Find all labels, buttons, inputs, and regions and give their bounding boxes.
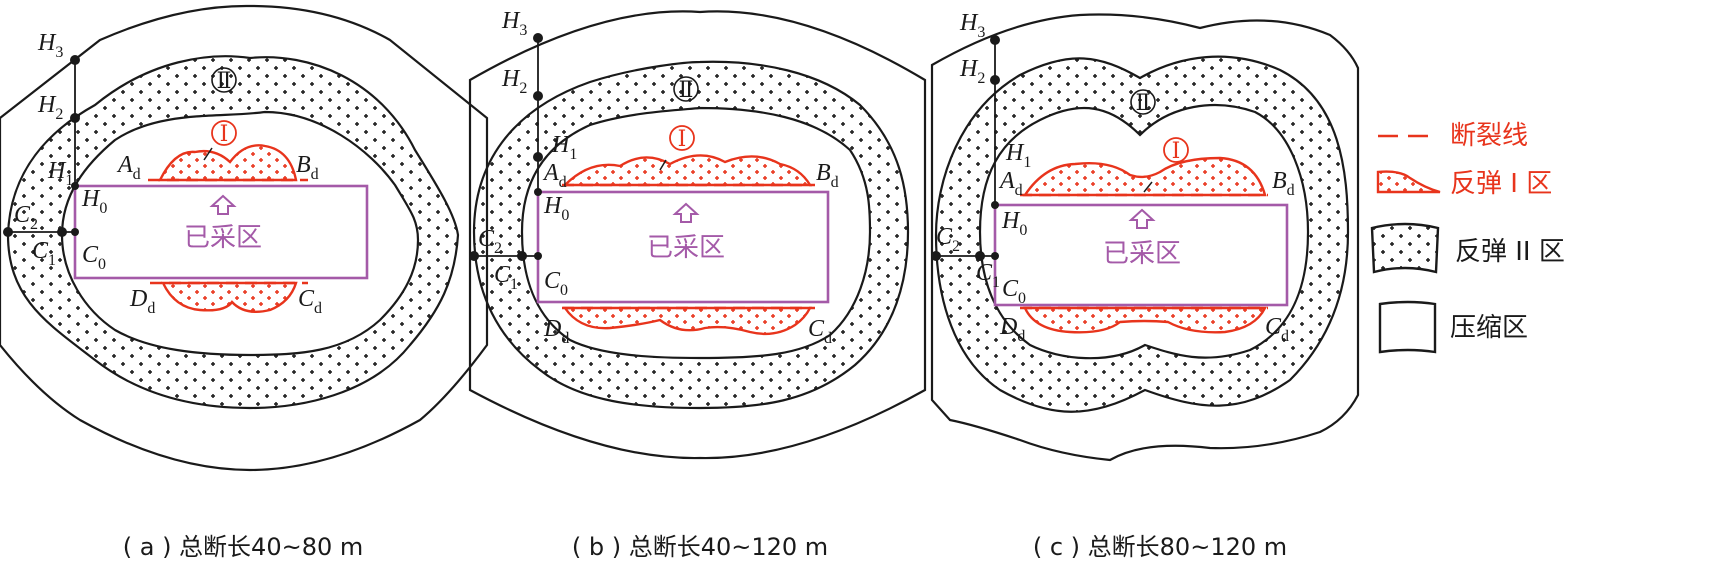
rebound-zone-1-bottom: [1023, 306, 1267, 334]
labels-c: H3 H2 H1 Ad H0 C2 C1 C0 Bd Dd Cd: [936, 10, 1295, 345]
svg-text:Ad: Ad: [998, 168, 1023, 199]
svg-text:H2: H2: [959, 56, 985, 87]
mining-direction-arrow: [1128, 208, 1156, 229]
svg-text:C1: C1: [976, 260, 1000, 291]
legend-rebound-zone-2: 反弹 II 区: [1370, 222, 1565, 274]
zone1-leader: [659, 159, 667, 171]
goaf-rectangle: [536, 190, 830, 304]
rebound-zone-1-bottom: [161, 281, 298, 313]
caption-c: ( c ) 总断长80~120 m: [1033, 533, 1287, 561]
svg-text:C1: C1: [494, 262, 518, 293]
svg-text:H3: H3: [37, 30, 63, 61]
svg-text:C0: C0: [544, 268, 568, 299]
svg-text:Dd: Dd: [999, 314, 1025, 345]
points-a: [3, 55, 80, 237]
svg-text:Cd: Cd: [298, 286, 322, 317]
zone-markers-b: Ⅱ Ⅰ: [669, 76, 699, 151]
svg-text:压缩区: 压缩区: [1450, 313, 1528, 343]
svg-text:H0: H0: [81, 186, 107, 217]
svg-text:Bd: Bd: [1272, 168, 1295, 199]
rebound-zone-2-band: [6, 55, 460, 410]
svg-text:Ⅰ: Ⅰ: [1172, 138, 1181, 163]
mining-direction-arrow: [209, 194, 237, 215]
svg-text:C2: C2: [936, 224, 960, 255]
svg-text:H3: H3: [959, 10, 985, 41]
svg-text:Bd: Bd: [816, 160, 839, 191]
goaf-label: 已采区: [1103, 239, 1181, 269]
svg-text:反弹 I 区: 反弹 I 区: [1450, 169, 1552, 199]
svg-text:Ⅰ: Ⅰ: [220, 121, 229, 146]
rebound-zone-2-band: [472, 60, 910, 410]
panel-a: H3 H2 H1 H0 C2 C1 C0 Ad Bd Dd Cd Ⅱ Ⅰ 已采区…: [0, 4, 489, 561]
zone-markers-a: Ⅱ Ⅰ: [211, 67, 237, 146]
points-b: [469, 33, 543, 261]
svg-text:H1: H1: [551, 132, 577, 163]
svg-text:C0: C0: [82, 242, 106, 273]
labels-b: H3 H2 H1 Ad H0 C2 C1 C0 Bd Dd Cd: [478, 8, 839, 347]
svg-text:H2: H2: [37, 92, 63, 123]
svg-text:C2: C2: [14, 202, 38, 233]
caption-a: ( a ) 总断长40~80 m: [123, 533, 364, 561]
svg-text:Ⅱ: Ⅱ: [1136, 90, 1151, 115]
svg-text:Ad: Ad: [542, 160, 567, 191]
svg-text:Ⅱ: Ⅱ: [679, 77, 694, 102]
mining-direction-arrow: [672, 202, 700, 223]
svg-text:反弹 II 区: 反弹 II 区: [1455, 237, 1565, 267]
zone-markers-c: Ⅱ Ⅰ: [1130, 89, 1189, 163]
rebound-zone-2-band: [934, 55, 1350, 413]
svg-text:Cd: Cd: [808, 316, 832, 347]
compression-zone-boundary: [930, 13, 1360, 462]
legend: 断裂线 反弹 I 区 反弹 II 区 压缩区: [1370, 121, 1565, 354]
svg-text:C1: C1: [32, 238, 56, 269]
panel-b: H3 H2 H1 Ad H0 C2 C1 C0 Bd Dd Cd Ⅱ Ⅰ 已采区…: [468, 8, 927, 561]
rebound-zone-1-bottom: [562, 306, 812, 336]
zone1-leader: [203, 147, 213, 161]
svg-text:H3: H3: [501, 8, 527, 39]
svg-text:Bd: Bd: [296, 152, 319, 183]
svg-text:H0: H0: [1001, 208, 1027, 239]
legend-compression-zone: 压缩区: [1378, 300, 1528, 354]
svg-text:Dd: Dd: [543, 316, 569, 347]
svg-text:Cd: Cd: [1265, 314, 1289, 345]
caption-b: ( b ) 总断长40~120 m: [572, 533, 828, 561]
svg-text:Dd: Dd: [129, 286, 155, 317]
rebound-zone-1-top: [1022, 156, 1267, 197]
svg-text:H1: H1: [47, 158, 73, 189]
svg-text:H2: H2: [501, 66, 527, 97]
compression-zone-boundary: [0, 4, 489, 472]
rebound-zone-1-top: [562, 154, 813, 187]
points-c: [931, 35, 1000, 261]
labels-a: H3 H2 H1 H0 C2 C1 C0 Ad Bd Dd Cd: [14, 30, 322, 317]
svg-text:H1: H1: [1005, 140, 1031, 171]
svg-text:Ⅱ: Ⅱ: [217, 68, 232, 93]
rebound-zone-1-top: [158, 144, 298, 182]
svg-text:C2: C2: [478, 226, 502, 257]
compression-zone-boundary: [468, 10, 927, 460]
legend-fracture-line: 断裂线: [1378, 121, 1528, 151]
svg-text:断裂线: 断裂线: [1450, 121, 1528, 151]
zone1-leader: [1143, 181, 1153, 193]
svg-text:C0: C0: [1002, 276, 1026, 307]
goaf-label: 已采区: [647, 233, 725, 263]
svg-text:Ad: Ad: [116, 152, 141, 183]
legend-rebound-zone-1: 反弹 I 区: [1376, 169, 1552, 199]
svg-text:Ⅰ: Ⅰ: [678, 126, 687, 151]
panel-c: H3 H2 H1 Ad H0 C2 C1 C0 Bd Dd Cd Ⅱ Ⅰ 已采区…: [930, 10, 1360, 561]
goaf-label: 已采区: [184, 223, 262, 253]
svg-text:H0: H0: [543, 193, 569, 224]
